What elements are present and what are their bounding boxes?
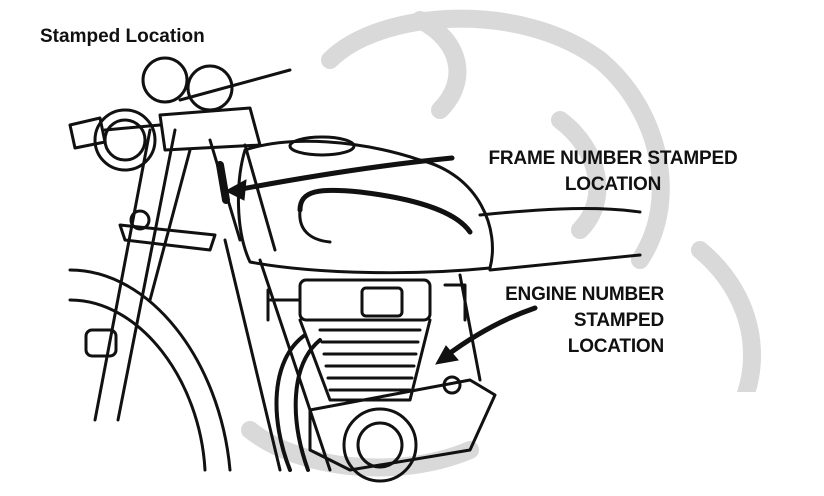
frame-callout-line-1: FRAME NUMBER STAMPED: [488, 148, 738, 169]
engine-callout-line-1: ENGINE NUMBER: [505, 284, 664, 305]
engine-callout-line-3: LOCATION: [567, 336, 664, 357]
frame-callout-line-2: LOCATION: [564, 174, 662, 195]
page-title: Stamped Location: [40, 26, 205, 47]
frame-callout-arrow: [233, 155, 455, 193]
crankcase: [308, 378, 497, 472]
fuel-tank: [236, 139, 494, 275]
engine-number-callout: ENGINE NUMBER STAMPED LOCATION: [468, 282, 664, 360]
engine-callout-arrow: [443, 305, 538, 359]
watermark: [241, 9, 762, 477]
front-fork: [93, 128, 152, 422]
exhaust-pipe: [274, 333, 307, 472]
speedometer: [141, 56, 189, 104]
headlight: [93, 108, 157, 172]
front-wheel: [68, 268, 232, 472]
seat: [478, 207, 642, 217]
engine-callout-line-2: STAMPED: [573, 310, 664, 331]
frame-number-callout: FRAME NUMBER STAMPED LOCATION: [458, 146, 768, 198]
